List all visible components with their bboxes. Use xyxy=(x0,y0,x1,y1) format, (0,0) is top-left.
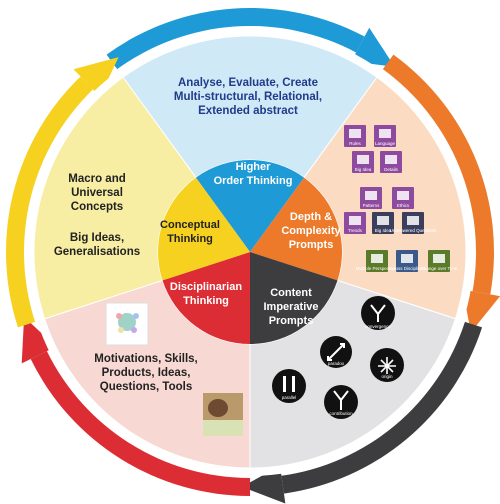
depth-line-1: Depth & xyxy=(290,211,332,223)
dark-arrow-segment-arrowhead xyxy=(241,465,286,504)
origin-icon: origin xyxy=(370,348,404,382)
book-cover-thumbnail xyxy=(203,393,243,436)
convergence-caption: convergence xyxy=(365,324,391,329)
outer-top-label: Analyse, Evaluate, Create Multi-structur… xyxy=(174,77,322,117)
content-imperative-icons: convergence paradox origin parallel cont… xyxy=(272,296,404,419)
inner-wedge-depth xyxy=(250,177,342,281)
depth-line-2: Complexity xyxy=(281,225,341,237)
orange-arrow-segment-arrowhead xyxy=(462,289,500,333)
depth-icon-caption: Trends xyxy=(348,228,363,233)
higher-order-line-1: Higher xyxy=(236,161,272,173)
depth-icon-caption: Rules xyxy=(349,141,361,146)
depth-icon-caption: Details xyxy=(384,167,399,172)
depth-icon-unanswered-questions: Unanswered Questions xyxy=(390,212,438,234)
paradox-icon: paradox xyxy=(320,336,352,368)
inner-disciplinarian-label: Disciplinarian Thinking xyxy=(170,281,242,307)
depth-icon-change-over-time: Change over Time xyxy=(421,250,458,272)
depth-icon-trends: Trends xyxy=(344,212,366,234)
depth-icon-multiple-perspectives: Multiple Perspectives xyxy=(356,250,399,272)
depth-icon-rules: Rules xyxy=(344,125,366,147)
depth-icon-caption: Ethics xyxy=(397,203,410,208)
outer-bottom-left-label: Motivations, Skills, Products, Ideas, Qu… xyxy=(94,353,198,393)
depth-icon-caption: Multiple Perspectives xyxy=(356,266,399,271)
depth-icon-ethics: Ethics xyxy=(392,187,414,209)
outer-left-line-3: Concepts xyxy=(71,201,123,213)
conceptual-line-1: Conceptual xyxy=(160,219,220,231)
outer-left-line-4: Big Ideas, xyxy=(70,232,124,244)
depth-icon-across-disciplines: Across Disciplines xyxy=(389,250,426,272)
concept-map-thumbnail xyxy=(105,302,149,346)
depth-icon-language: Language xyxy=(374,125,396,147)
parallel-caption: parallel xyxy=(282,395,297,400)
inner-higher-order-label: Higher Order Thinking xyxy=(214,161,293,187)
contribution-icon: contribution xyxy=(324,385,358,419)
depth-icon-patterns: Patterns xyxy=(360,187,382,209)
outer-top-line-1: Analyse, Evaluate, Create xyxy=(178,77,318,89)
blue-arrow-segment-arrowhead xyxy=(351,27,395,67)
red-arrow-segment-arrowhead xyxy=(21,316,56,364)
outer-left-line-2: Universal xyxy=(71,187,123,199)
depth-icon-caption: Patterns xyxy=(363,203,381,208)
disciplinarian-line-1: Disciplinarian xyxy=(170,281,242,293)
inner-wedge-conceptual xyxy=(158,177,250,281)
depth-line-3: Prompts xyxy=(289,239,334,251)
disciplinarian-line-2: Thinking xyxy=(183,295,229,307)
content-line-2: Imperative xyxy=(263,301,318,313)
content-line-3: Prompts xyxy=(269,315,314,327)
inner-wedge-higher-order xyxy=(195,160,305,252)
outer-left-label: Macro and Universal Concepts Big Ideas, … xyxy=(54,173,140,258)
inner-content-label: Content Imperative Prompts xyxy=(263,287,318,327)
inner-wedges xyxy=(158,160,342,344)
outer-left-line-1: Macro and xyxy=(68,173,126,185)
yellow-arrow-segment-arrowhead xyxy=(73,57,119,97)
higher-order-line-2: Order Thinking xyxy=(214,175,293,187)
depth-icon-caption: Big Idea xyxy=(355,167,372,172)
origin-caption: origin xyxy=(381,374,393,379)
outer-top-line-2: Multi-structural, Relational, xyxy=(174,91,322,103)
conceptual-line-2: Thinking xyxy=(167,233,213,245)
outer-top-line-3: Extended abstract xyxy=(198,105,298,117)
depth-icon-caption: Across Disciplines xyxy=(389,266,426,271)
outer-bottom-left-line-3: Questions, Tools xyxy=(100,381,192,393)
content-line-1: Content xyxy=(270,287,312,299)
depth-icon-caption: Unanswered Questions xyxy=(390,228,438,233)
dark-arrow-segment xyxy=(281,321,483,494)
outer-left-line-5: Generalisations xyxy=(54,246,140,258)
depth-icon-caption: Language xyxy=(375,141,396,146)
paradox-caption: paradox xyxy=(328,361,345,366)
inner-wedge-disciplinarian xyxy=(162,252,250,344)
inner-wedge-content xyxy=(250,252,338,344)
yellow-arrow-segment xyxy=(6,76,94,328)
depth-icon-caption: Change over Time xyxy=(421,266,458,271)
blue-arrow-segment xyxy=(106,8,365,70)
inner-conceptual-label: Conceptual Thinking xyxy=(160,219,220,245)
depth-icon-caption: Big Idea xyxy=(375,228,392,233)
depth-icon-big-idea: Big Idea xyxy=(352,151,374,173)
red-arrow-segment xyxy=(30,351,251,496)
outer-bottom-left-line-2: Products, Ideas, xyxy=(102,367,191,379)
parallel-icon: parallel xyxy=(272,369,306,403)
inner-depth-label: Depth & Complexity Prompts xyxy=(281,211,341,251)
depth-icon-details: Details xyxy=(380,151,402,173)
outer-bottom-left-line-1: Motivations, Skills, xyxy=(94,353,198,365)
contribution-caption: contribution xyxy=(329,411,353,416)
orange-arrow-segment xyxy=(382,54,494,295)
convergence-icon: convergence xyxy=(361,296,395,330)
depth-icon-big-idea: Big Idea xyxy=(372,212,394,234)
outer-wedges xyxy=(33,35,467,469)
